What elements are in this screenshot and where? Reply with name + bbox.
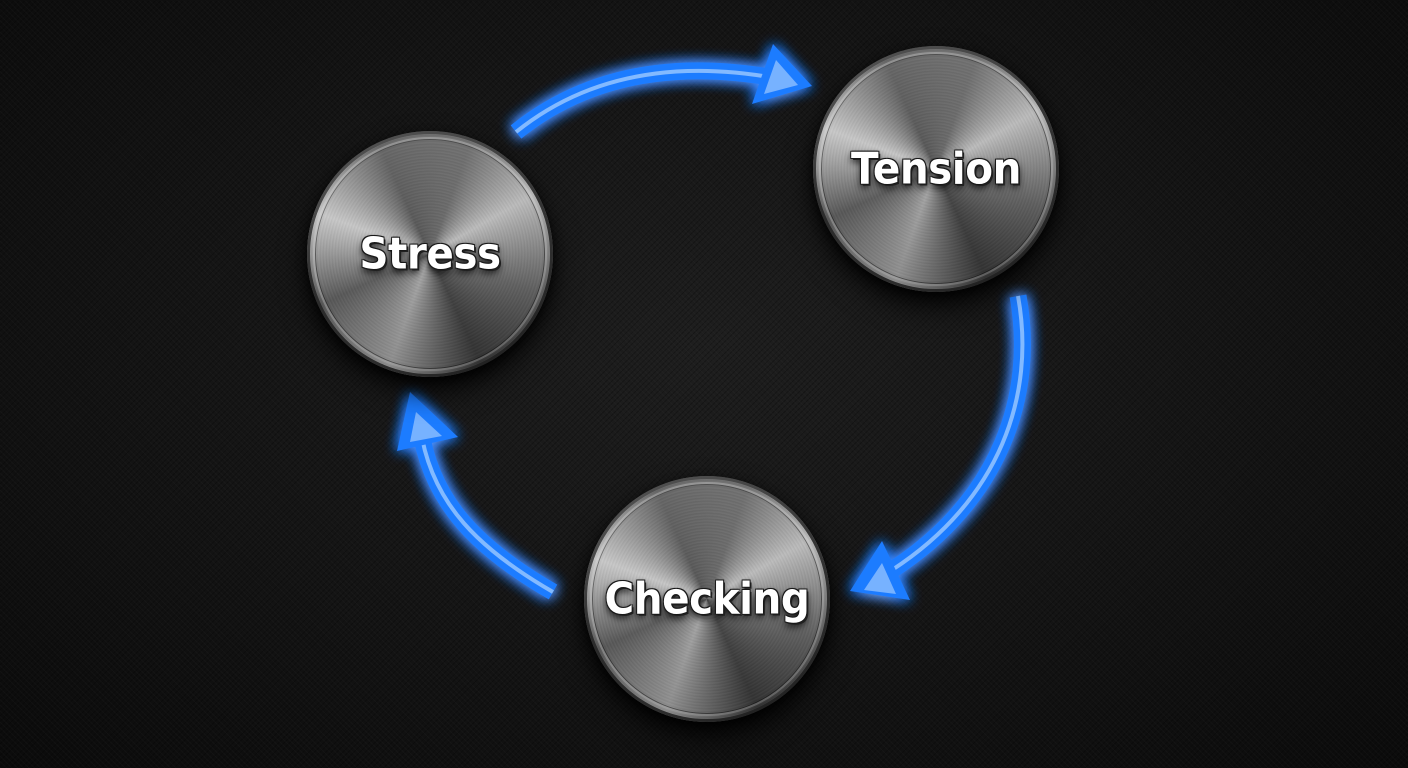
node-label-stress: Stress — [359, 228, 501, 280]
node-checking: Checking — [584, 476, 830, 722]
node-label-tension: Tension — [851, 143, 1021, 195]
node-label-checking: Checking — [604, 573, 810, 625]
arrow-tension-to-checking — [850, 294, 1031, 600]
node-tension: Tension — [813, 46, 1059, 292]
arrow-checking-to-stress — [397, 392, 558, 600]
node-stress: Stress — [307, 131, 553, 377]
arrow-stress-to-tension — [510, 44, 812, 139]
